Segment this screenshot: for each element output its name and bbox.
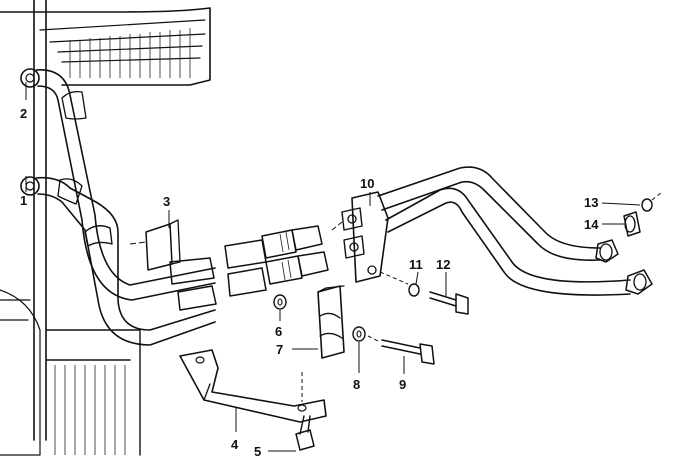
part-11-washer — [408, 283, 420, 297]
callout-11: 11 — [409, 257, 423, 272]
callout-10: 10 — [360, 176, 374, 191]
part-14-fitting — [623, 211, 641, 237]
part-8-washer — [352, 326, 366, 342]
callout-9: 9 — [399, 377, 406, 392]
callout-4: 4 — [231, 437, 239, 452]
callout-leaders — [25, 82, 641, 452]
callout-12: 12 — [436, 257, 450, 272]
callout-14: 14 — [584, 217, 599, 232]
rigid-oil-pipes — [377, 166, 631, 296]
callout-labels: 1 2 3 4 5 6 7 8 9 10 11 12 13 14 — [20, 106, 599, 459]
part-13-washer — [641, 191, 663, 212]
callout-5: 5 — [254, 444, 261, 459]
part-7-clamp-block — [317, 285, 345, 359]
callout-6: 6 — [275, 324, 282, 339]
callout-2: 2 — [20, 106, 27, 121]
part-5-bolt — [295, 415, 315, 451]
part-9-bolt — [367, 335, 435, 365]
part-4-bracket — [179, 349, 327, 423]
pipe-union-nuts — [595, 239, 653, 295]
hose-end-fittings — [169, 225, 329, 311]
part-12-bolt — [379, 271, 469, 315]
part-6-washer — [273, 294, 287, 310]
radiator-oil-cooler — [0, 0, 211, 456]
callout-3: 3 — [163, 194, 170, 209]
callout-7: 7 — [276, 342, 283, 357]
callout-13: 13 — [584, 195, 598, 210]
callout-8: 8 — [353, 377, 360, 392]
bracket-10 — [331, 191, 389, 283]
oil-line-lower — [20, 176, 216, 346]
bracket-3 — [129, 219, 181, 271]
callout-1: 1 — [20, 193, 27, 208]
